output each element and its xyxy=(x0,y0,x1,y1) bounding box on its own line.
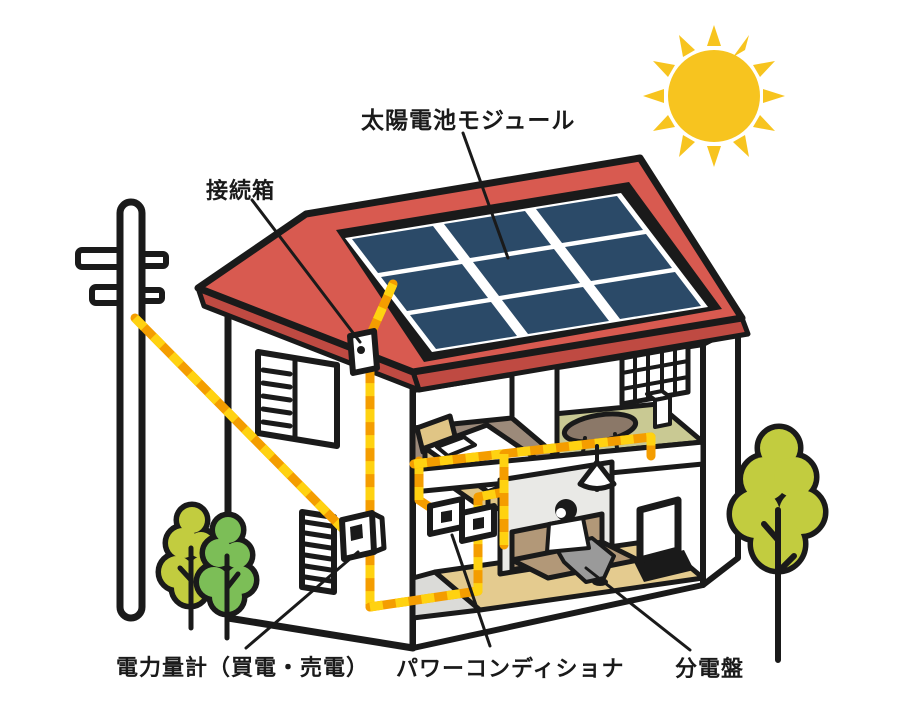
solar-panel-cell xyxy=(352,226,459,273)
living-room xyxy=(509,444,694,586)
label-power-conditioner: パワーコンディショナ xyxy=(396,656,625,681)
solar-panel-cell xyxy=(381,264,488,311)
tv-icon xyxy=(634,496,694,582)
leader-power-conditioner xyxy=(450,533,492,648)
appliance xyxy=(645,389,672,429)
label-junction-box: 接続箱 xyxy=(206,178,276,203)
leader-distribution-board xyxy=(584,566,692,652)
label-power-meter: 電力量計（買電・売電） xyxy=(116,655,370,680)
upper-window xyxy=(255,349,340,449)
tree-icon xyxy=(155,423,829,663)
crossarm-stub xyxy=(139,251,169,269)
floor-slab xyxy=(410,439,706,495)
label-solar-module: 太陽電池モジュール xyxy=(361,107,576,133)
right-wall xyxy=(700,323,741,588)
solar-panel-cell xyxy=(444,211,551,258)
solar-panel-cell xyxy=(502,287,609,334)
solar-panel-cell xyxy=(410,302,517,349)
sun-icon xyxy=(643,25,785,167)
power-conditioner-unit xyxy=(427,496,497,544)
solar-panel-array xyxy=(336,182,722,362)
leader-solar-module xyxy=(461,131,510,260)
utility-pole xyxy=(75,198,169,622)
junction-box xyxy=(347,328,380,376)
solar-panel-cell xyxy=(536,196,643,243)
pendant-lamp xyxy=(577,459,617,491)
leader-lines xyxy=(244,131,692,652)
pole-shaft xyxy=(116,198,146,622)
label-distribution-board: 分電盤 xyxy=(675,656,745,681)
power-meter xyxy=(339,510,387,562)
leader-power-meter xyxy=(244,550,360,650)
louver-vent xyxy=(299,509,337,595)
person-icon xyxy=(545,499,616,586)
solar-panel-cell xyxy=(565,234,672,281)
leader-junction-box xyxy=(250,198,362,344)
solar-panel-cell xyxy=(473,249,580,296)
solar-panel-cell xyxy=(594,272,701,319)
